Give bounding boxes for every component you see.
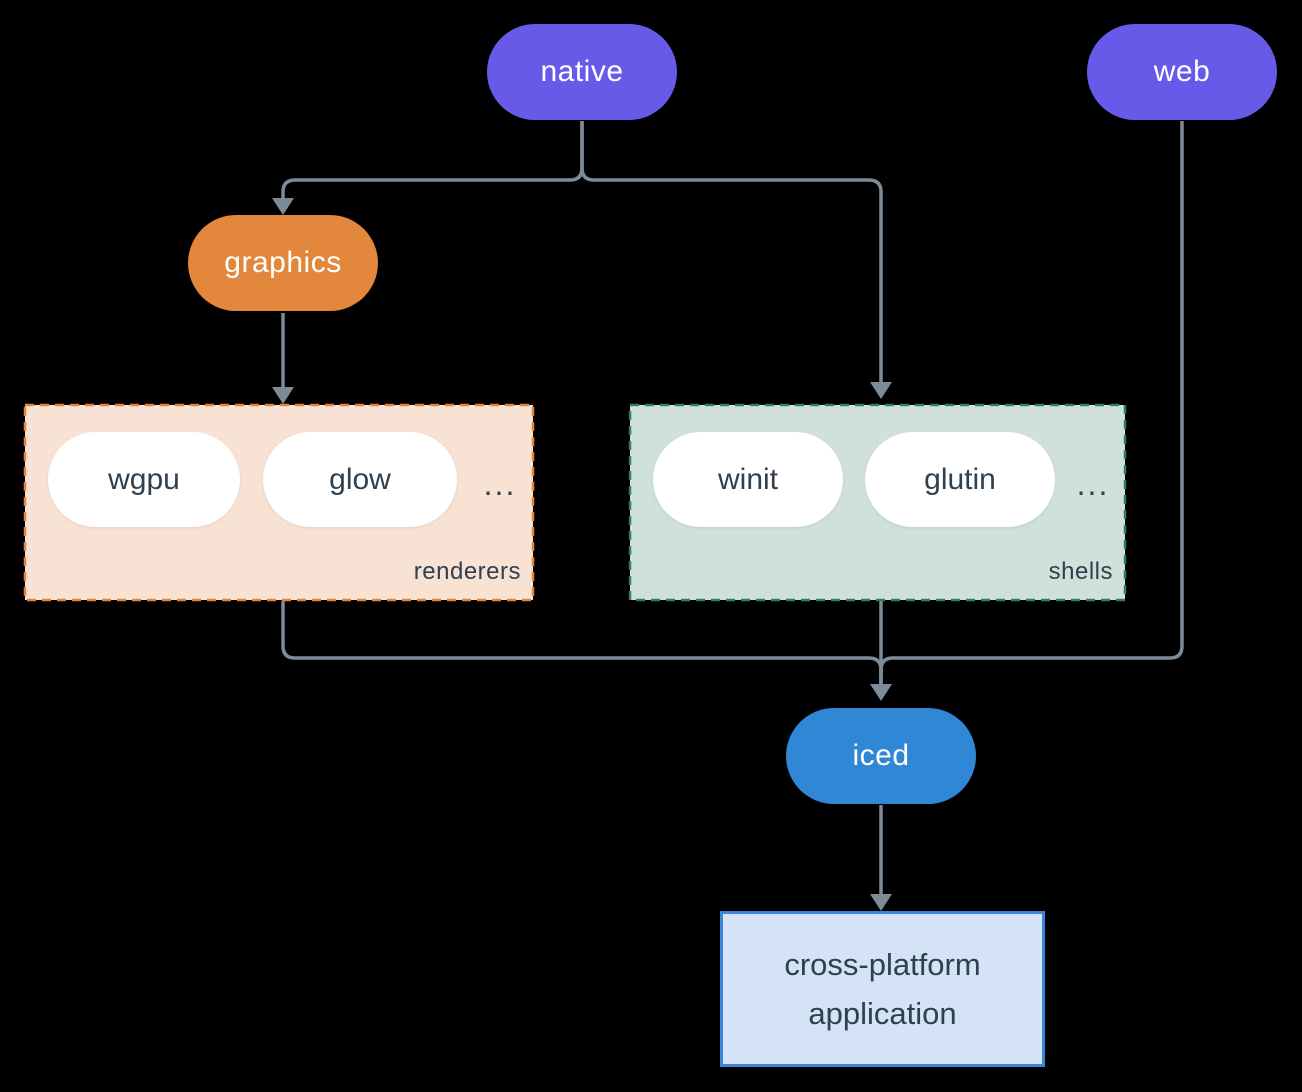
shells-group: winit glutin ... shells [630,405,1125,600]
arrowhead-application [870,894,892,911]
renderers-group-label: renderers [413,558,521,585]
edge-renderers-iced [281,601,883,685]
node-glutin-label: glutin [924,462,996,496]
node-winit-label: winit [717,462,778,496]
edge-native-graphics [281,121,584,199]
arrowhead-shells [870,382,892,399]
renderers-group: wgpu glow ... renderers [25,405,533,600]
node-glow-label: glow [329,462,391,496]
node-native: native [487,24,677,120]
node-wgpu: wgpu [48,432,240,527]
node-glow: glow [263,432,457,527]
node-winit: winit [653,432,843,527]
node-graphics-label: graphics [224,246,342,279]
renderers-ellipsis: ... [483,466,517,502]
node-graphics: graphics [188,215,378,311]
arrowhead-graphics [272,198,294,215]
node-iced-label: iced [852,739,910,772]
application-label-line2: application [808,996,957,1031]
shells-group-label: shells [1048,558,1113,585]
node-cross-platform-application: cross-platform application [720,911,1045,1067]
edge-web-iced [879,121,1184,685]
node-native-label: native [540,55,624,88]
edge-native-shells [580,121,883,383]
node-iced: iced [786,708,976,804]
shells-ellipsis: ... [1076,466,1110,502]
node-web: web [1087,24,1277,120]
application-label-line1: cross-platform [784,947,981,982]
arrowhead-iced [870,684,892,701]
node-glutin: glutin [865,432,1055,527]
node-wgpu-label: wgpu [108,462,180,496]
arrowhead-renderers [272,387,294,404]
node-web-label: web [1153,55,1211,88]
